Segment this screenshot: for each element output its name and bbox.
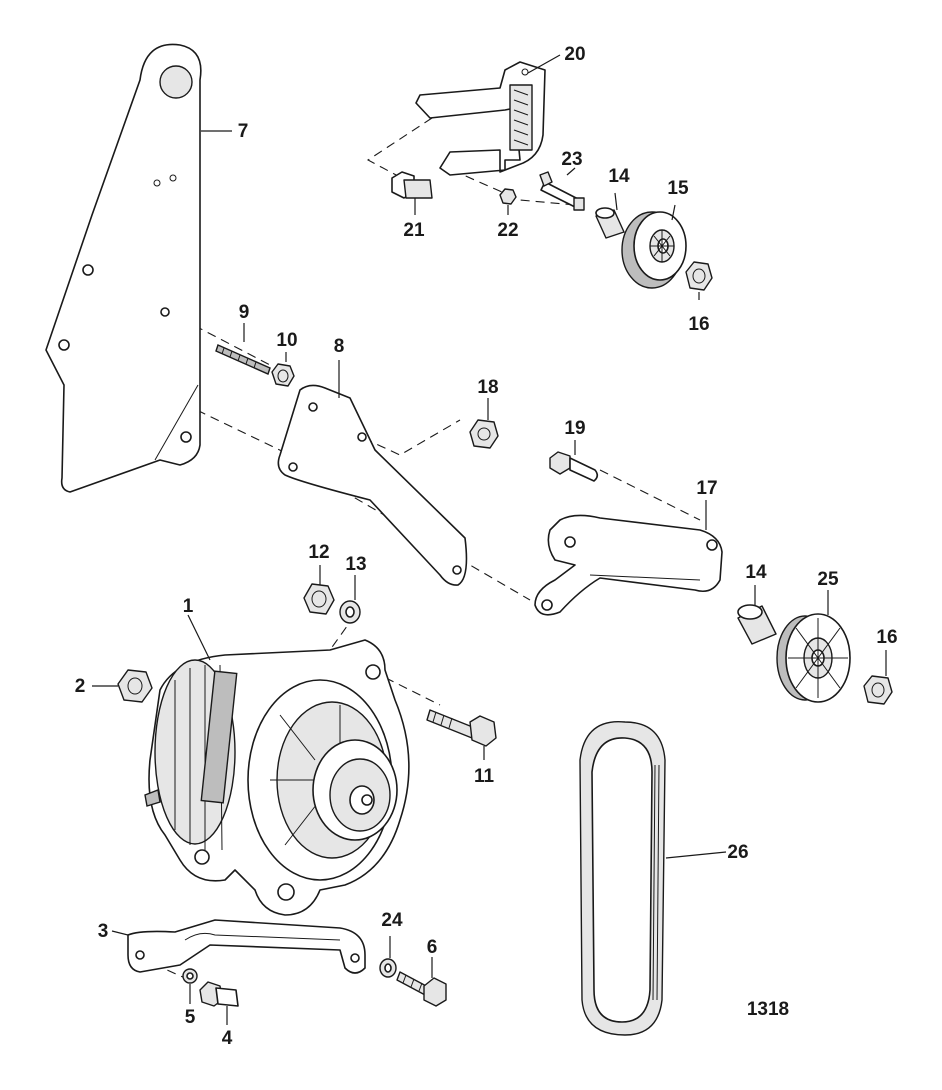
part-15-pulley	[621, 211, 687, 289]
callout-10: 10	[276, 330, 297, 351]
callout-9: 9	[239, 302, 250, 323]
callout-23: 23	[561, 149, 582, 170]
part-26-belt	[579, 720, 666, 1036]
figure-number: 1318	[747, 999, 789, 1020]
part-24-washer	[379, 958, 397, 978]
callout-5: 5	[185, 1007, 196, 1028]
part-12-nut	[303, 583, 335, 615]
part-6-bolt	[396, 971, 447, 1007]
callout-20: 20	[564, 44, 585, 65]
part-8-adjust-bracket	[277, 384, 468, 586]
callout-14-upper: 14	[608, 166, 630, 187]
callout-3: 3	[98, 921, 109, 942]
part-13-washer	[339, 600, 361, 624]
part-9-stud	[215, 344, 271, 375]
callout-2: 2	[75, 676, 86, 697]
callout-25: 25	[817, 569, 839, 590]
part-7-bracket-plate	[45, 43, 202, 493]
callout-labels: 1 2 3 4 5 6 7 8 9 10 11 12 13 14 15 16 1…	[75, 44, 898, 1049]
part-2-nut	[117, 669, 153, 703]
callout-24: 24	[381, 910, 403, 931]
callout-4: 4	[222, 1028, 233, 1049]
part-10-nut	[271, 363, 295, 387]
part-1-alternator	[144, 639, 410, 916]
part-11-bolt	[426, 709, 497, 747]
part-20-tensioner-bracket	[415, 61, 546, 176]
callout-17: 17	[696, 478, 717, 499]
part-19-bolt	[549, 451, 599, 482]
part-22-nut	[499, 188, 517, 205]
callout-16-upper: 16	[688, 314, 709, 335]
callout-12: 12	[308, 542, 329, 563]
callout-15: 15	[667, 178, 689, 199]
leader-lines	[92, 54, 887, 1025]
callout-18: 18	[477, 377, 498, 398]
callout-22: 22	[497, 220, 518, 241]
callout-8: 8	[334, 336, 345, 357]
part-18-nut	[469, 419, 499, 449]
callout-26: 26	[727, 842, 748, 863]
part-5-washer	[182, 968, 198, 984]
callout-19: 19	[564, 418, 585, 439]
callout-7: 7	[238, 121, 249, 142]
part-4-bolt	[199, 981, 239, 1007]
callout-13: 13	[345, 554, 366, 575]
callout-1: 1	[183, 596, 194, 617]
callout-16-lower: 16	[876, 627, 897, 648]
part-23-tension-screw	[539, 171, 585, 211]
part-14-spacer-upper	[595, 207, 625, 239]
callout-6: 6	[427, 937, 438, 958]
part-3-strap	[127, 919, 366, 974]
part-21-bolt	[391, 171, 433, 199]
part-16-nut-upper	[685, 261, 713, 291]
part-25-grooved-pulley	[776, 613, 851, 703]
callout-11: 11	[474, 766, 495, 787]
part-16-nut-lower	[863, 675, 893, 705]
callout-14-lower: 14	[745, 562, 767, 583]
callout-21: 21	[403, 220, 425, 241]
part-17-idler-arm	[534, 514, 723, 616]
part-14-spacer-lower	[737, 604, 777, 645]
